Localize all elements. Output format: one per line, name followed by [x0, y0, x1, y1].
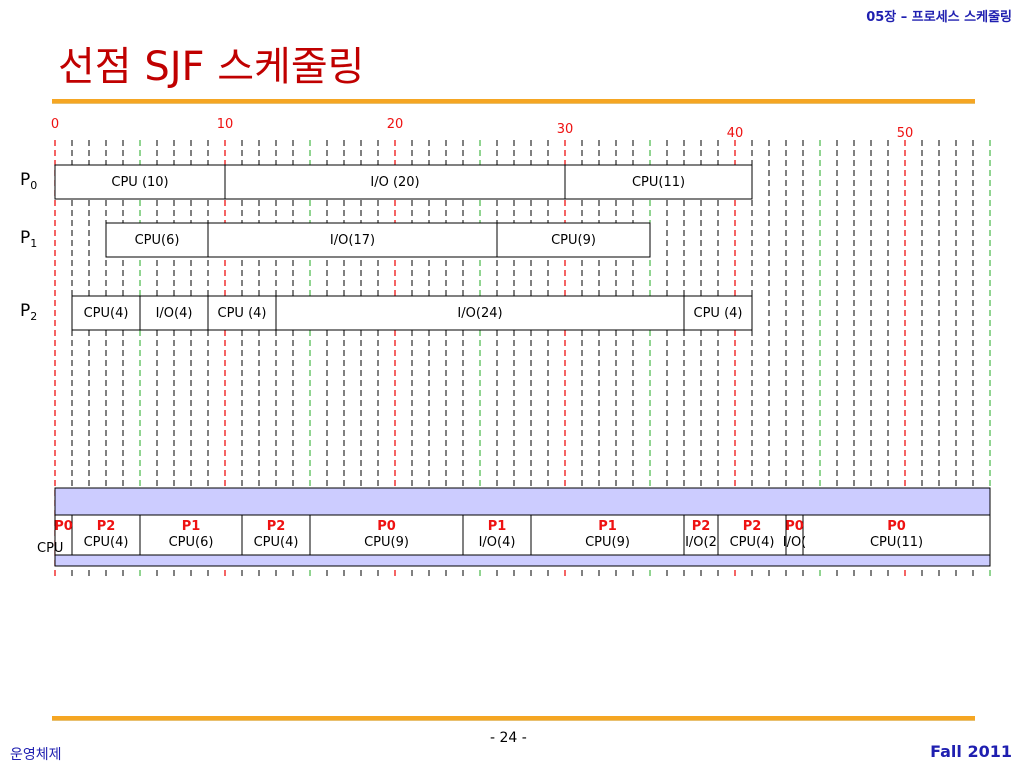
schedule-process: P0: [54, 519, 73, 534]
process-subscript: 1: [30, 237, 37, 250]
process-segment: [564, 164, 753, 200]
segment-label: CPU(11): [632, 175, 685, 190]
schedule-burst-label: CPU(9): [364, 535, 409, 550]
schedule-burst-label: CPU(9): [585, 535, 630, 550]
process-segment: [105, 222, 209, 258]
schedule-process: P2: [743, 519, 762, 534]
schedule-burst-label: CPU(4): [730, 535, 775, 550]
schedule-process: P0: [887, 519, 906, 534]
schedule-burst-label: CPU(11): [870, 535, 923, 550]
time-grid: [54, 140, 991, 580]
segment-label: I/O(24): [457, 306, 502, 321]
schedule-process: P1: [182, 519, 201, 534]
tick-label: 40: [727, 126, 744, 141]
schedule-process: P1: [488, 519, 507, 534]
segment-label: CPU (4): [694, 306, 743, 321]
footer-semester: Fall 2011: [930, 742, 1012, 761]
process-segment: [224, 164, 566, 200]
schedule-block: [309, 514, 464, 556]
schedule-block: [139, 514, 243, 556]
schedule-process: P2: [97, 519, 116, 534]
tick-label: 20: [387, 117, 404, 132]
process-subscript: 0: [30, 179, 37, 192]
chapter-label: 05장 – 프로세스 스케줄링: [866, 10, 1012, 25]
segment-label: CPU(4): [84, 306, 129, 321]
process-segment: [139, 295, 209, 331]
segment-label: CPU (10): [111, 175, 168, 190]
process-label: P2: [20, 301, 37, 323]
schedule-row-label: CPU: [37, 541, 63, 556]
schedule-burst-label: I/O(: [783, 535, 807, 550]
footer-divider: [52, 716, 975, 721]
process-segment: [683, 295, 753, 331]
segment-label: CPU(6): [135, 233, 180, 248]
schedule-burst-label: I/O(4): [479, 535, 516, 550]
segment-label: I/O(17): [330, 233, 375, 248]
process-segment: [71, 295, 141, 331]
process-segment: [496, 222, 651, 258]
schedule-process: P0: [785, 519, 804, 534]
process-segments: [54, 164, 753, 331]
schedule-block: [530, 514, 685, 556]
process-label: P1: [20, 228, 37, 250]
tick-label: 30: [557, 122, 574, 137]
schedule-burst-label: I/O(2: [685, 535, 717, 550]
process-subscript: 2: [30, 310, 37, 323]
schedule-burst-label: CPU(4): [84, 535, 129, 550]
process-segment: [207, 222, 498, 258]
tick-label: 10: [217, 117, 234, 132]
schedule-process: P1: [598, 519, 617, 534]
schedule-block: [71, 514, 141, 556]
schedule-block: [241, 514, 311, 556]
slide-title: 선점 SJF 스케줄링: [58, 44, 365, 90]
segment-label: I/O(4): [156, 306, 193, 321]
process-label: P0: [20, 170, 37, 192]
process-segment: [207, 295, 277, 331]
schedule-burst-label: CPU(4): [254, 535, 299, 550]
schedule-block: [683, 514, 719, 556]
schedule-block: [462, 514, 532, 556]
schedule-blocks: [54, 514, 991, 556]
schedule-process: P2: [267, 519, 286, 534]
schedule-process: P2: [692, 519, 711, 534]
schedule-burst-label: CPU(6): [169, 535, 214, 550]
segment-label: I/O (20): [370, 175, 419, 190]
tick-label: 50: [897, 126, 914, 141]
process-segment: [275, 295, 685, 331]
schedule-block: [802, 514, 991, 556]
schedule-process: P0: [377, 519, 396, 534]
segment-label: CPU(9): [551, 233, 596, 248]
page-number: - 24 -: [490, 730, 527, 746]
footer-course: 운영체제: [10, 747, 62, 763]
segment-label: CPU (4): [218, 306, 267, 321]
tick-label: 0: [51, 117, 59, 132]
header-divider: [52, 99, 975, 104]
